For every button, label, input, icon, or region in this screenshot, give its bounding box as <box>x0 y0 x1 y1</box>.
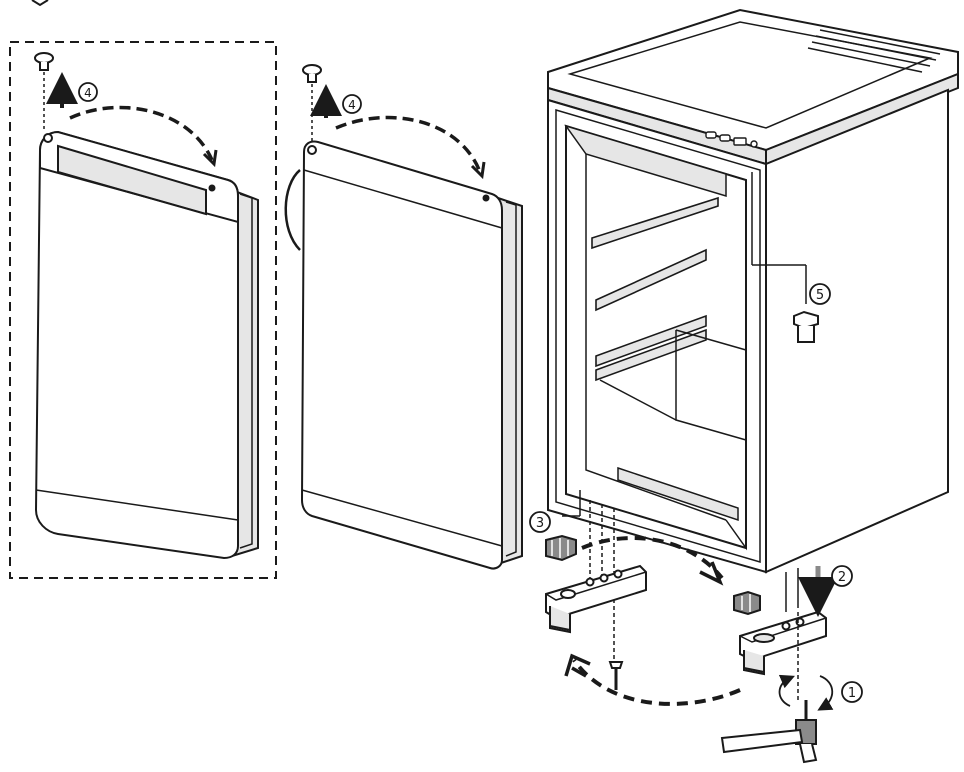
fridge-side <box>765 88 949 574</box>
hex-key-tool <box>720 612 818 764</box>
step-4-marker-b: 4 <box>342 94 362 114</box>
transfer-arrow-b <box>335 115 482 173</box>
transfer-arrow-a <box>69 105 214 161</box>
step-4-label-a: 4 <box>84 86 92 100</box>
transfer-arrow-foot <box>581 536 724 580</box>
fridge-cabinet <box>547 8 959 574</box>
control-strip <box>705 131 758 148</box>
bottom-tray <box>617 466 739 522</box>
cap-a <box>34 52 54 130</box>
door-a <box>34 130 259 560</box>
top-vents <box>807 29 941 73</box>
door-b <box>284 140 523 570</box>
shelf-rails <box>591 196 719 382</box>
plug-part-5 <box>793 265 819 343</box>
step-2-label: 2 <box>838 570 846 585</box>
hinge-bracket-left <box>545 564 647 634</box>
screw <box>608 661 624 690</box>
step-3-marker: 3 <box>529 511 551 533</box>
step-1-marker: 1 <box>841 681 863 703</box>
transfer-arrow-bracket <box>572 658 741 706</box>
step-4-marker-a: 4 <box>78 82 98 102</box>
rotate-arrow-right <box>817 675 834 711</box>
step-2-marker: 2 <box>831 565 853 587</box>
step-5-label: 5 <box>816 288 824 303</box>
dashed-frame <box>9 41 277 579</box>
hinge-bracket-right <box>739 568 827 676</box>
foot-part-3 <box>545 490 581 562</box>
step-5-marker: 5 <box>809 283 831 305</box>
foot-nut <box>733 590 761 616</box>
cap-b <box>302 64 322 142</box>
header-fragment <box>31 0 49 7</box>
side-handle <box>284 169 301 251</box>
step-1-label: 1 <box>848 686 856 701</box>
step-3-label: 3 <box>536 516 544 531</box>
rotate-arrow-left <box>778 674 795 707</box>
step-4-label-b: 4 <box>348 98 356 112</box>
